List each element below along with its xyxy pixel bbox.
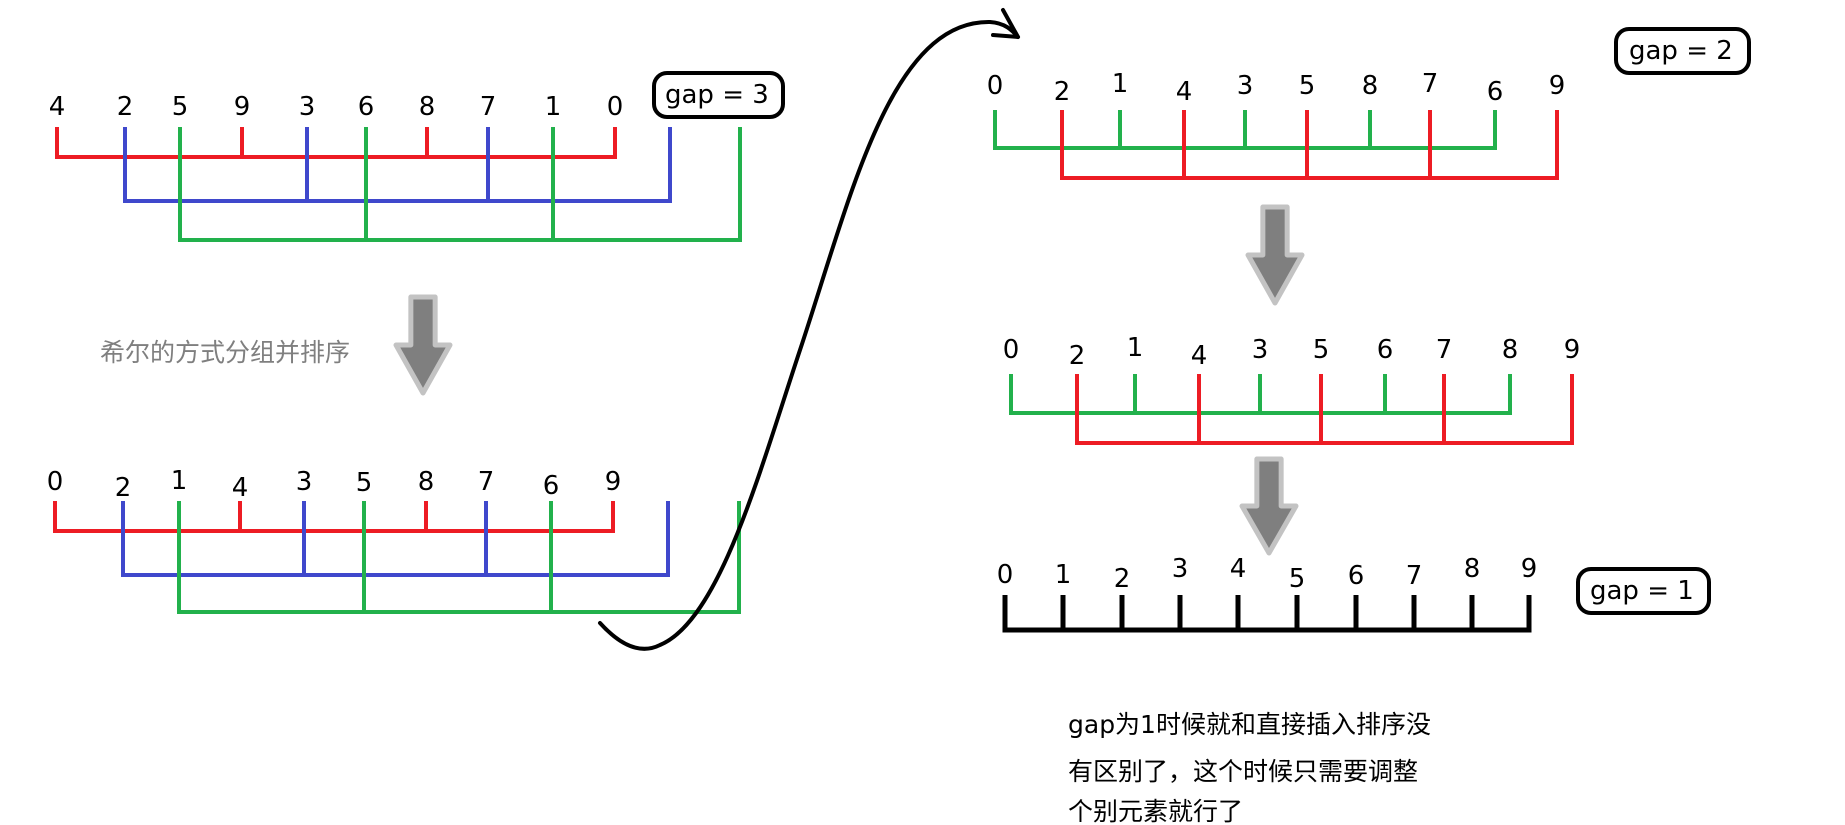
- group-bracket-green: [178, 127, 742, 242]
- gap2-badge-frame: [1614, 27, 1751, 75]
- gap2-sorted-row: 0 2 1 4 3 5 6 7 8 9: [1003, 333, 1581, 445]
- gap3-badge: gap = 3: [652, 71, 785, 119]
- gap3-initial-row: 4 2 5 9 3 6 8 7 1 0: [49, 92, 742, 242]
- down-arrow-icon: [1239, 456, 1299, 556]
- group-bracket-blue: [123, 127, 672, 203]
- array-value: 3: [1252, 335, 1269, 365]
- group-bracket-blue: [121, 501, 670, 577]
- gap3-sorted-row: 0 2 1 4 3 5 8 7 6 9: [47, 466, 741, 614]
- array-value: 8: [1464, 554, 1481, 584]
- array-value: 1: [1127, 333, 1144, 363]
- group-bracket-green: [1009, 374, 1512, 415]
- note-line-2: 有区别了，这个时候只需要调整: [1068, 757, 1418, 786]
- array-value: 2: [1114, 564, 1131, 594]
- array-value: 3: [1172, 554, 1189, 584]
- array-value: 5: [1299, 71, 1316, 101]
- gap1-badge-label: gap = 1: [1590, 576, 1694, 606]
- array-value: 0: [997, 560, 1014, 590]
- note-line-1: gap为1时候就和直接插入排序没: [1068, 710, 1431, 739]
- array-value: 1: [545, 92, 562, 122]
- array-value: 9: [234, 92, 251, 122]
- gap2-initial-row: 0 2 1 4 3 5 8 7 6 9: [987, 69, 1566, 180]
- group-bracket-red: [53, 501, 615, 533]
- array-value: 4: [1191, 341, 1208, 371]
- step1-caption: 希尔的方式分组并排序: [100, 338, 350, 367]
- array-value: 6: [543, 471, 560, 501]
- array-value: 9: [605, 467, 622, 497]
- array-value: 8: [418, 467, 435, 497]
- array-value: 3: [296, 467, 313, 497]
- array-value: 8: [1502, 335, 1519, 365]
- array-value: 6: [1348, 561, 1365, 591]
- curve-arrowhead-icon: [991, 8, 1020, 39]
- array-value: 7: [1422, 69, 1439, 99]
- array-value: 6: [1487, 77, 1504, 107]
- array-value: 5: [356, 468, 373, 498]
- array-value: 8: [419, 92, 436, 122]
- array-value: 1: [171, 466, 188, 496]
- group-bracket-green: [993, 110, 1497, 150]
- group-bracket-black: [1002, 595, 1532, 633]
- group-bracket-red: [1075, 374, 1574, 445]
- array-value: 5: [1313, 335, 1330, 365]
- array-value: 0: [1003, 335, 1020, 365]
- gap3-badge-label: gap = 3: [665, 80, 769, 110]
- array-value: 0: [987, 71, 1004, 101]
- array-value: 6: [1377, 335, 1394, 365]
- group-bracket-green: [177, 501, 741, 614]
- array-value: 2: [1054, 77, 1071, 107]
- array-value: 4: [49, 92, 66, 122]
- array-value: 7: [1436, 335, 1453, 365]
- gap1-badge: gap = 1: [1576, 567, 1711, 615]
- array-value: 3: [1237, 71, 1254, 101]
- gap1-badge-frame: [1576, 567, 1711, 615]
- note-line-3: 个别元素就行了: [1068, 797, 1243, 825]
- array-value: 7: [478, 467, 495, 497]
- array-value: 0: [47, 467, 64, 497]
- gap1-row: 0 1 2 3 4 5 6 7 8 9: [997, 554, 1538, 633]
- arrow-shape: [1245, 204, 1305, 306]
- gap2-badge: gap = 2: [1614, 27, 1751, 75]
- array-value: 7: [1406, 561, 1423, 591]
- group-bracket-red: [55, 127, 617, 159]
- array-value: 4: [1176, 77, 1193, 107]
- group-bracket-red: [1060, 110, 1559, 180]
- gap2-badge-label: gap = 2: [1629, 36, 1733, 66]
- transition-curve-arrow: [598, 19, 1020, 651]
- array-value: 5: [172, 92, 189, 122]
- array-value: 9: [1521, 554, 1538, 584]
- arrow-shape: [393, 294, 453, 396]
- arrow-shape: [1239, 456, 1299, 556]
- array-value: 1: [1055, 560, 1072, 590]
- down-arrow-icon: [393, 294, 453, 396]
- array-value: 8: [1362, 71, 1379, 101]
- array-value: 1: [1112, 69, 1129, 99]
- array-value: 0: [607, 92, 624, 122]
- array-value: 4: [1230, 554, 1247, 584]
- gap3-badge-frame: [652, 71, 785, 119]
- array-value: 9: [1564, 335, 1581, 365]
- down-arrow-icon: [1245, 204, 1305, 306]
- array-value: 6: [358, 92, 375, 122]
- array-value: 4: [232, 473, 249, 503]
- array-value: 3: [299, 92, 316, 122]
- array-value: 2: [115, 473, 132, 503]
- array-value: 2: [117, 92, 134, 122]
- array-value: 2: [1069, 341, 1086, 371]
- array-value: 9: [1549, 71, 1566, 101]
- array-value: 5: [1289, 564, 1306, 594]
- array-value: 7: [480, 92, 497, 122]
